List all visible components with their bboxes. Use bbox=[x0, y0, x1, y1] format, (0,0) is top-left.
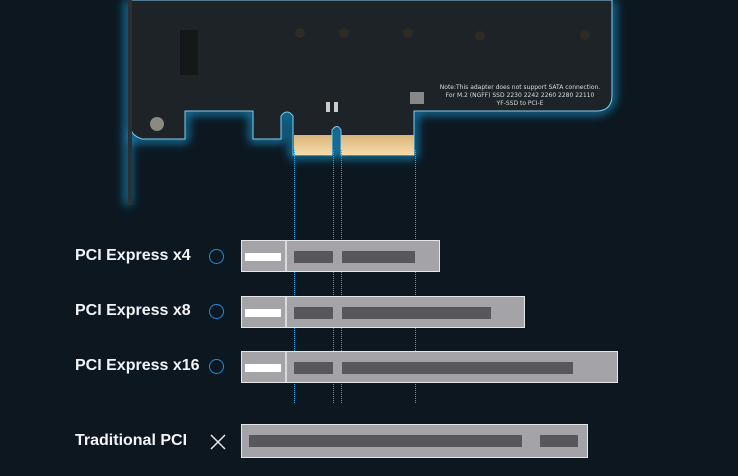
screw-icon bbox=[150, 117, 164, 131]
m2-connector bbox=[180, 30, 198, 75]
note-line: YF-SSD to PCI-E bbox=[496, 100, 544, 107]
circle-icon bbox=[209, 304, 224, 319]
guide-line bbox=[415, 150, 416, 403]
slot-x4 bbox=[241, 240, 440, 272]
slot-label-pci: Traditional PCI bbox=[75, 432, 188, 449]
note-line: Note:This adapter does not support SATA … bbox=[439, 84, 601, 91]
circle-icon bbox=[209, 359, 224, 374]
slot-x8 bbox=[241, 296, 525, 328]
card-note: Note:This adapter does not support SATA … bbox=[430, 84, 610, 108]
slot-label-x16: PCI Express x16 bbox=[75, 357, 200, 374]
bracket bbox=[128, 0, 132, 205]
pcie-card-illustration bbox=[125, 0, 615, 205]
guide-line bbox=[333, 150, 334, 403]
slot-traditional-pci bbox=[241, 424, 588, 458]
slot-label-x4: PCI Express x4 bbox=[75, 247, 191, 264]
guide-line bbox=[294, 150, 295, 403]
gold-contacts bbox=[341, 135, 414, 155]
slot-label-x8: PCI Express x8 bbox=[75, 302, 191, 319]
guide-line bbox=[341, 150, 342, 403]
cross-icon bbox=[210, 434, 226, 450]
circle-icon bbox=[209, 249, 224, 264]
slot-x16 bbox=[241, 351, 618, 383]
note-line: For M.2 (NGFF) SSD 2230 2242 2260 2280 2… bbox=[445, 92, 595, 99]
gold-contacts bbox=[294, 135, 332, 155]
